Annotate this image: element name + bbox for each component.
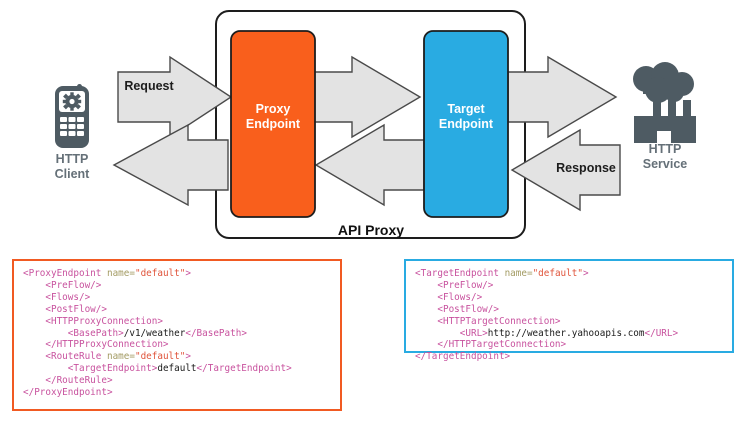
code-token-tag: </HTTPTargetConnection>: [437, 339, 567, 351]
code-line: <PreFlow/>: [415, 280, 723, 292]
code-token-attr: name=: [106, 268, 135, 279]
code-line: </HTTPTargetConnection>: [415, 339, 723, 351]
code-token-tag: <PostFlow/>: [437, 303, 499, 315]
code-line: <URL>http://weather.yahooapis.com</URL>: [415, 328, 723, 340]
code-token-txt: [23, 316, 45, 327]
proxy-to-client-arrow: [112, 123, 229, 207]
code-token-tag: </TargetEndpoint>: [415, 351, 511, 363]
code-token-txt: /v1/weather: [123, 327, 186, 339]
code-line: <TargetEndpoint name="default">: [415, 268, 723, 280]
code-token-tag: </ProxyEndpoint>: [23, 387, 113, 399]
code-token-txt: [415, 292, 437, 303]
code-line: </ProxyEndpoint>: [23, 387, 331, 399]
code-token-txt: [23, 339, 45, 350]
request-arrow: [117, 55, 233, 139]
code-token-tag: </BasePath>: [185, 327, 247, 339]
target-endpoint-box[interactable]: [423, 30, 509, 218]
code-token-tag: >: [582, 268, 589, 279]
code-line: <RouteRule name="default">: [23, 351, 331, 363]
code-token-txt: [415, 304, 437, 315]
code-token-txt: [23, 292, 45, 303]
code-token-tag: <RouteRule: [45, 351, 107, 363]
code-token-attr: name=: [504, 268, 533, 279]
code-token-txt: [23, 280, 45, 291]
code-token-tag: </HTTPProxyConnection>: [45, 339, 169, 351]
code-token-tag: </TargetEndpoint>: [196, 363, 292, 375]
code-line: </RouteRule>: [23, 375, 331, 387]
code-line: <PostFlow/>: [23, 304, 331, 316]
code-line: <HTTPProxyConnection>: [23, 316, 331, 328]
response-arrow: [510, 128, 621, 212]
proxy-endpoint-box[interactable]: [230, 30, 316, 218]
proxy-endpoint-code-panel[interactable]: <ProxyEndpoint name="default"> <PreFlow/…: [12, 259, 342, 411]
code-token-txt: [23, 304, 45, 315]
code-token-tag: >: [185, 268, 191, 279]
proxy-to-target-arrow: [311, 55, 422, 139]
code-token-tag: </RouteRule>: [45, 375, 113, 387]
code-token-txt: [415, 280, 437, 291]
code-token-val: "default": [532, 268, 583, 279]
code-line: <PreFlow/>: [23, 280, 331, 292]
code-line: <ProxyEndpoint name="default">: [23, 268, 331, 280]
code-token-tag: <TargetEndpoint: [415, 268, 505, 279]
code-token-attr: name=: [106, 351, 135, 363]
code-token-tag: <Flows/>: [437, 291, 483, 303]
code-token-txt: [23, 328, 68, 339]
cloud-factory-icon: [633, 62, 696, 143]
code-token-val: "default": [134, 351, 186, 363]
code-token-tag: <HTTPTargetConnection>: [437, 315, 561, 327]
code-token-tag: <HTTPProxyConnection>: [45, 315, 163, 327]
code-token-tag: </URL>: [644, 327, 679, 339]
code-token-tag: <BasePath>: [67, 327, 124, 339]
code-line: <Flows/>: [415, 292, 723, 304]
code-line: <HTTPTargetConnection>: [415, 316, 723, 328]
code-token-txt: [415, 328, 460, 339]
code-line: </TargetEndpoint>: [415, 351, 723, 363]
code-token-txt: default: [157, 363, 197, 375]
code-line: </HTTPProxyConnection>: [23, 339, 331, 351]
code-token-tag: <ProxyEndpoint: [23, 268, 107, 279]
mobile-phone-gear-icon: [55, 84, 89, 148]
code-token-val: "default": [134, 268, 186, 279]
code-token-tag: >: [185, 351, 191, 363]
target-to-proxy-arrow: [314, 123, 425, 207]
code-token-txt: [415, 339, 437, 350]
code-token-txt: [415, 316, 437, 327]
code-token-txt: [23, 351, 45, 362]
code-token-tag: <PreFlow/>: [45, 279, 102, 291]
code-token-txt: http://weather.yahooapis.com: [487, 327, 645, 339]
target-to-service-arrow: [507, 55, 618, 139]
code-token-tag: <PreFlow/>: [437, 279, 494, 291]
target-endpoint-code-panel[interactable]: <TargetEndpoint name="default"> <PreFlow…: [404, 259, 734, 362]
code-token-tag: <Flows/>: [45, 291, 91, 303]
code-token-txt: [23, 363, 68, 374]
code-line: <BasePath>/v1/weather</BasePath>: [23, 328, 331, 340]
code-token-txt: [23, 375, 45, 386]
code-line: <Flows/>: [23, 292, 331, 304]
code-line: <TargetEndpoint>default</TargetEndpoint>: [23, 363, 331, 375]
code-token-tag: <URL>: [459, 327, 488, 339]
code-line: <PostFlow/>: [415, 304, 723, 316]
code-token-tag: <TargetEndpoint>: [67, 363, 158, 375]
code-token-tag: <PostFlow/>: [45, 303, 107, 315]
